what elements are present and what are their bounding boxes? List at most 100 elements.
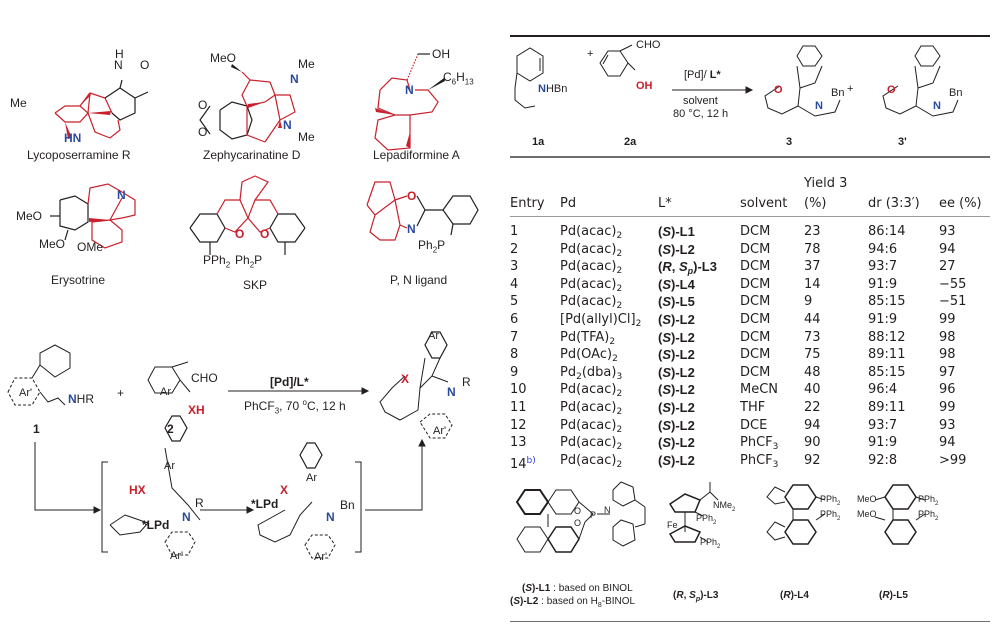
cell-yield: 9 xyxy=(804,294,813,310)
model-conditions-temp-time: 80 °C, 12 h xyxy=(673,108,729,120)
ligand-l5-pph2-1-label: PPh2 xyxy=(918,494,939,507)
cell-ee: 94 xyxy=(939,241,956,257)
cell-dr: 92:8 xyxy=(868,452,898,468)
scheme-product-x-label: X xyxy=(401,372,410,386)
cell-yield: 23 xyxy=(804,224,821,239)
erysotrine-n-label: N xyxy=(117,188,126,202)
cell-solvent: DCE xyxy=(740,417,768,433)
cell-dr: 89:11 xyxy=(868,400,906,415)
scheme-substrate1-ring-label: Ar' xyxy=(19,387,33,399)
header-pd: Pd xyxy=(560,196,577,211)
model-substrate2-cho-label: CHO xyxy=(636,39,661,51)
cell-dr: 86:14 xyxy=(868,224,906,239)
cell-dr: 91:9 xyxy=(868,312,898,327)
model-substrate1-amine-label: NHBn xyxy=(538,83,568,95)
cell-solvent: PhCF3 xyxy=(740,435,779,453)
cell-pd: Pd(acac)2 xyxy=(560,224,623,241)
scheme-product-r-label: R xyxy=(462,375,471,389)
lepadiformine-n-label: N xyxy=(405,83,414,97)
cell-dr: 85:15 xyxy=(868,294,906,310)
cell-pd: Pd(OAc)2 xyxy=(560,347,618,365)
model-substrate2-id: 2a xyxy=(624,136,637,148)
cell-solvent: DCM xyxy=(740,276,771,292)
cell-ee: 98 xyxy=(939,329,956,345)
lycoposerramine-h-label: H xyxy=(115,47,124,61)
cell-pd: Pd(TFA)2 xyxy=(560,329,616,347)
cell-pd: Pd(acac)2 xyxy=(560,452,623,470)
cell-ligand: (S)-L2 xyxy=(658,452,695,468)
lycoposerramine-r-structure xyxy=(54,79,149,139)
ligand-l4-pph2-1-label: PPh2 xyxy=(820,494,841,507)
cell-yield: 14 xyxy=(804,276,821,292)
model-conditions-solvent: solvent xyxy=(683,95,718,107)
cell-yield: 40 xyxy=(804,382,821,398)
model-reaction-drawing xyxy=(514,44,959,117)
lycoposerramine-hn-label: HN xyxy=(64,131,82,145)
intermediate1-ar-prime-label: Ar' xyxy=(170,550,184,562)
cell-ligand: (S)-L2 xyxy=(658,347,695,363)
intermediate1-pd-label: *LPd xyxy=(142,518,170,532)
zephycarinatine-o2-label: O xyxy=(198,125,208,139)
cell-ee: 99 xyxy=(939,400,956,415)
model-substrate1-id: 1a xyxy=(532,136,545,148)
model-plus-2: + xyxy=(847,83,854,95)
cell-yield: 73 xyxy=(804,329,821,345)
scheme-substrate1-amine-label: NHR xyxy=(68,392,95,406)
cell-entry: 3 xyxy=(510,259,519,275)
skp-structure xyxy=(189,175,306,255)
cell-ligand: (S)-L2 xyxy=(658,382,695,398)
header-yield-bottom: (%) xyxy=(804,196,827,211)
intermediate1-r-label: R xyxy=(195,496,204,510)
cell-dr: 93:7 xyxy=(868,417,898,433)
intermediate2-pd-label: *LPd xyxy=(251,497,279,511)
scheme-product-ar-prime-label: Ar' xyxy=(433,425,447,437)
ligand-l3-pph2-2-label: PPh2 xyxy=(700,537,721,550)
intermediate2-ring-label: Ar xyxy=(306,472,317,484)
cell-entry: 10 xyxy=(510,382,527,398)
scheme-plus: + xyxy=(117,386,125,400)
cell-pd: Pd(acac)2 xyxy=(560,259,623,277)
ligand-l1-n-label: N xyxy=(604,505,611,515)
ligand-l4-pph2-2-label: PPh2 xyxy=(820,509,841,522)
lycoposerramine-r-name: Lycoposerramine R xyxy=(27,148,131,162)
ligand-l5-meo1-label: MeO xyxy=(857,494,877,504)
intermediate2-n-label: N xyxy=(326,510,335,524)
erysotrine-name: Erysotrine xyxy=(51,273,106,287)
scheme-conditions-catalyst: [Pd]/L* xyxy=(270,375,309,389)
zephycarinatine-meo-label: MeO xyxy=(210,51,237,65)
cell-yield: 48 xyxy=(804,364,821,380)
cell-yield: 78 xyxy=(804,241,821,257)
ligand-l3-pph2-1-label: PPh2 xyxy=(696,513,717,526)
cell-entry: 13 xyxy=(510,435,527,451)
cell-ee: 98 xyxy=(939,347,956,363)
cell-pd: Pd(acac)2 xyxy=(560,417,623,435)
lepadiformine-c6h13-label: C6H13 xyxy=(443,70,474,87)
cell-ee: 99 xyxy=(939,312,956,327)
cell-ligand: (S)-L5 xyxy=(658,294,695,310)
header-ligand: L* xyxy=(658,196,672,211)
cell-solvent: DCM xyxy=(740,224,771,239)
erysotrine-meo1-label: MeO xyxy=(16,209,43,223)
cell-dr: 88:12 xyxy=(868,329,906,345)
scheme-product-n-label: N xyxy=(447,385,456,399)
zephycarinatine-n-top-label: N xyxy=(290,72,299,86)
cell-ligand: (S)-L2 xyxy=(658,364,695,380)
cell-pd: Pd(acac)2 xyxy=(560,400,623,417)
ligand-l4-caption: (R)-L4 xyxy=(780,590,809,601)
skp-o2-label: O xyxy=(260,227,270,241)
scheme-product-ring-label: Ar xyxy=(428,330,439,342)
table-top-rule xyxy=(510,35,990,37)
cell-ee: >99 xyxy=(939,452,967,468)
cell-solvent: DCM xyxy=(740,241,771,257)
cell-solvent: DCM xyxy=(740,259,771,275)
cell-pd: Pd(acac)2 xyxy=(560,294,623,312)
model-product1-id: 3 xyxy=(786,136,793,148)
ligand-l5-caption: (R)-L5 xyxy=(879,590,908,601)
footnote-marker: b) xyxy=(526,455,536,466)
cell-yield: 37 xyxy=(804,259,821,275)
cell-ee: 96 xyxy=(939,382,956,398)
cell-ee: 93 xyxy=(939,224,956,239)
header-dr: dr (3:3′) xyxy=(868,196,920,211)
cell-solvent: MeCN xyxy=(740,382,779,398)
ligand-l5-pph2-2-label: PPh2 xyxy=(918,509,939,522)
